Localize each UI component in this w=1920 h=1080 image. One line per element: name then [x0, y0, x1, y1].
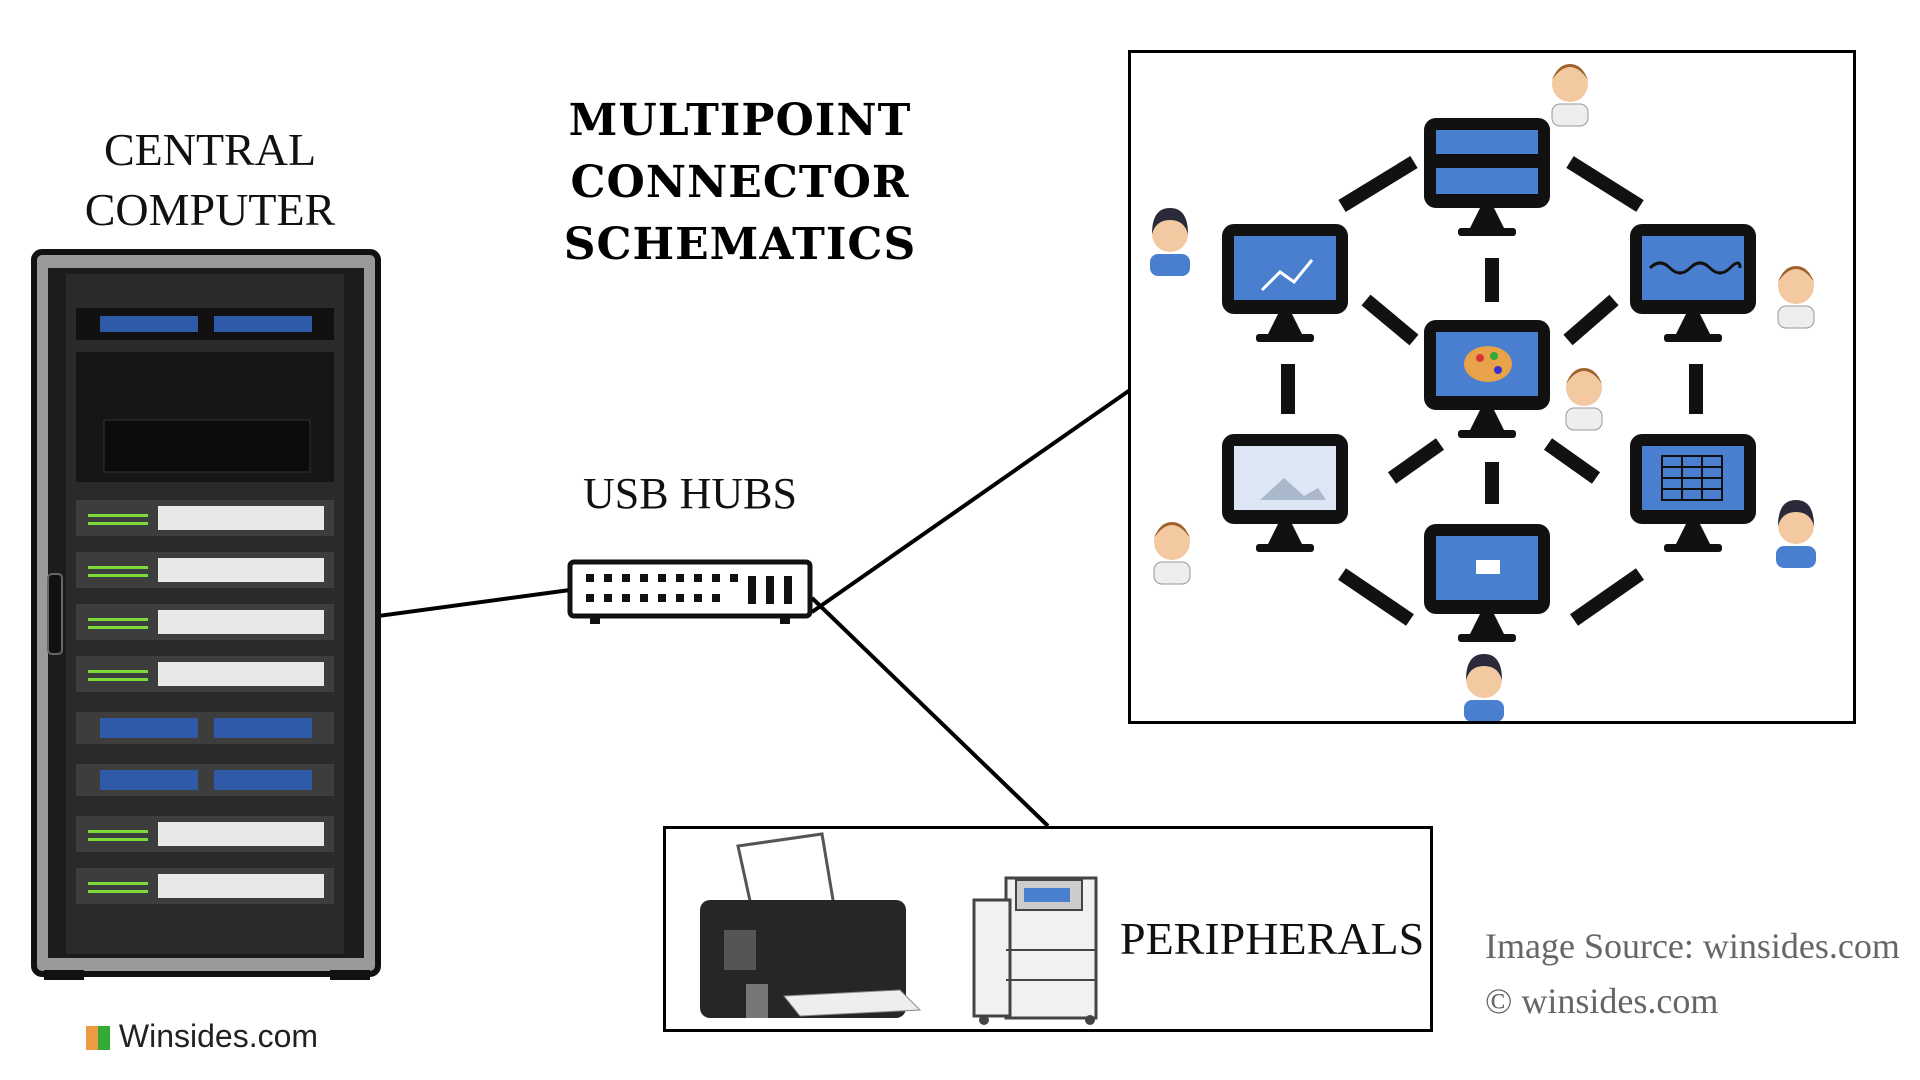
monitor-upper-right: [1630, 224, 1756, 342]
peripherals-label: PERIPHERALS: [1120, 913, 1425, 964]
central-computer-label: CENTRAL COMPUTER: [50, 120, 370, 240]
monitor-lower-right: [1630, 434, 1756, 552]
brand-logo: Winsides.com: [86, 1018, 318, 1055]
usb-hub-icon: [567, 559, 813, 624]
title-line-2: SCHEMATICS: [563, 219, 917, 270]
female-user-icon: [1776, 500, 1816, 568]
usb-hubs-label: USB HUBS: [583, 469, 797, 518]
monitor-top: [1424, 118, 1550, 236]
title-line-1: MULTIPOINT CONNECTOR: [568, 95, 912, 208]
male-user-icon: [1153, 522, 1191, 585]
windows-logo-icon: [86, 1026, 110, 1050]
female-user-icon: [1464, 654, 1504, 722]
monitor-bottom: [1424, 524, 1550, 642]
male-user-icon: [1551, 64, 1589, 127]
server-rack-icon: [31, 249, 381, 980]
monitor-center: [1424, 320, 1550, 438]
copier-icon: [972, 876, 1098, 1025]
copyright-line: © winsides.com: [1485, 980, 1718, 1022]
network-box: [1128, 50, 1856, 724]
female-user-icon: [1150, 208, 1190, 276]
wire-hub-to-network: [810, 388, 1132, 614]
central-line-1: CENTRAL: [103, 124, 317, 175]
peripherals-box: [663, 826, 1433, 1032]
brand-text: Winsides.com: [118, 1018, 319, 1054]
copyright-icon: ©: [1485, 981, 1513, 1021]
printer-icon: [700, 832, 922, 1018]
image-source-text: Image Source: winsides.com: [1485, 926, 1900, 966]
monitor-lower-left: [1222, 434, 1348, 552]
copyright-text: winsides.com: [1521, 981, 1719, 1021]
diagram-title: MULTIPOINT CONNECTOR SCHEMATICS: [400, 90, 1080, 276]
male-user-icon: [1777, 266, 1815, 329]
male-user-icon: [1565, 368, 1603, 431]
central-line-2: COMPUTER: [84, 184, 336, 235]
monitor-upper-left: [1222, 224, 1348, 342]
wire-server-to-hub: [377, 588, 571, 618]
users: [1150, 64, 1816, 722]
network-links: [1281, 156, 1703, 626]
wire-hub-to-peripherals: [810, 596, 1050, 828]
